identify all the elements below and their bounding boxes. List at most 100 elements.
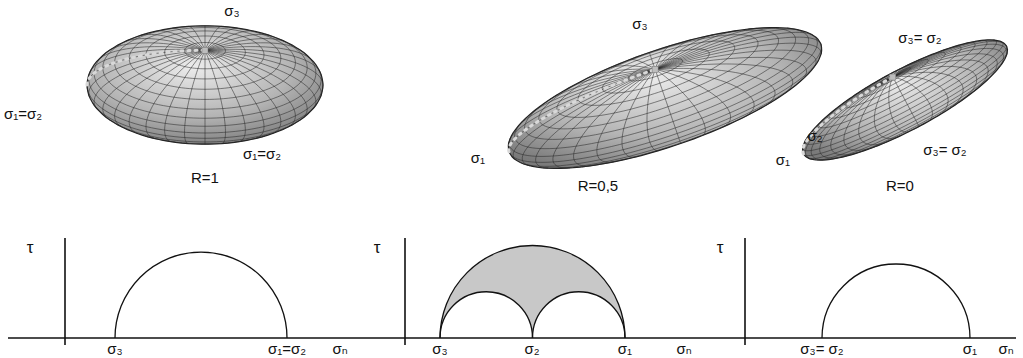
sigma-axis (8, 337, 350, 339)
sigma-axis (350, 337, 692, 339)
mesh-line (655, 69, 681, 143)
mesh-line (655, 43, 821, 69)
mesh-line (205, 50, 281, 133)
mesh-line (165, 50, 205, 141)
stress-label: σ₁ (963, 341, 977, 357)
pole-marker (890, 74, 896, 80)
stress-label: σ₃ (632, 16, 647, 32)
mesh-line (515, 28, 809, 149)
mohr-circle (533, 292, 626, 338)
tau-axis (744, 238, 746, 345)
mesh-line (521, 61, 818, 166)
stress-label: σ₃ (224, 3, 239, 19)
mesh-line (805, 77, 892, 159)
mesh-line (893, 45, 960, 77)
ellipsoid-surface (802, 40, 1007, 160)
stress-ellipsoid (87, 26, 323, 144)
mesh-line (893, 72, 963, 109)
mohr-circle (440, 246, 625, 338)
mesh-line (509, 44, 821, 162)
mesh-line (188, 26, 205, 50)
mesh-line (628, 60, 655, 70)
mesh-line (510, 69, 656, 139)
mesh-line (205, 49, 320, 71)
mesh-line (893, 76, 948, 116)
mesh-line (115, 50, 205, 127)
mesh-line (513, 69, 655, 159)
mesh-line (831, 72, 995, 159)
mesh-line (146, 50, 205, 138)
stress-label: σ₃ (432, 341, 447, 357)
mesh-line (655, 69, 705, 135)
pole-marker (202, 47, 208, 53)
stress-label: σ₁=σ₂ (243, 146, 281, 162)
mesh-line (647, 69, 659, 150)
ratio-label: R=0 (886, 178, 914, 194)
axis-dots (87, 50, 205, 85)
stress-label: σ₁=σ₂ (268, 341, 306, 357)
mesh-line (608, 66, 655, 70)
stress-ellipsoids (87, 26, 1008, 169)
stress-label: σ₂ (524, 341, 539, 357)
mesh-line (129, 50, 205, 133)
ratio-label: R=0,5 (578, 178, 618, 194)
mesh-line (889, 77, 910, 132)
mesh-line (90, 49, 205, 71)
mesh-line (805, 40, 996, 144)
mesh-line (89, 50, 205, 97)
mohr-diagram (692, 238, 1016, 345)
mesh-line (893, 41, 977, 77)
mesh-line (893, 77, 919, 126)
mesh-line (831, 77, 893, 155)
mesh-line (655, 28, 779, 70)
stress-ellipsoid (508, 28, 821, 169)
stress-label: σ₃ (107, 341, 122, 357)
ratio-label: R=1 (191, 170, 219, 186)
mesh-line (655, 29, 797, 69)
stress-label: σ₂ (807, 128, 822, 144)
ellipsoid-surface (87, 26, 323, 144)
stress-label: σ₁ (618, 341, 632, 357)
stress-label: σ₃= σ₂ (923, 142, 966, 158)
mesh-line (597, 69, 655, 162)
stress-ellipsoid (802, 40, 1007, 160)
axis-label: τ (717, 240, 724, 256)
mesh-line (156, 31, 205, 50)
mohr-circle (822, 264, 970, 338)
shaded-region (440, 246, 625, 338)
mesh-line (172, 28, 205, 50)
axis-dots (509, 69, 655, 151)
mesh-line (205, 26, 206, 51)
mesh-line (893, 48, 1004, 77)
mesh-line (205, 50, 225, 143)
mesh-line (803, 77, 893, 154)
mesh-line (205, 50, 295, 127)
ellipsoid-surface (508, 28, 821, 169)
mesh-line (205, 50, 206, 144)
mesh-line (817, 61, 1004, 160)
axis-label: σₙ (998, 341, 1013, 357)
mesh-line (864, 77, 893, 89)
mesh-line (139, 34, 205, 50)
stress-label: σ₃= σ₂ (800, 341, 843, 357)
axis-label: σₙ (676, 341, 691, 357)
sigma-axis (692, 337, 1016, 339)
axis-label: σₙ (332, 341, 347, 357)
mohr-diagram (350, 238, 692, 345)
mesh-line (655, 68, 775, 106)
mohr-diagram (8, 238, 350, 345)
mesh-line (893, 66, 977, 102)
mesh-line (893, 60, 988, 95)
stress-label: σ₁=σ₂ (4, 106, 42, 122)
axis-label: τ (374, 240, 381, 256)
mesh-line (205, 47, 312, 61)
mesh-line (98, 47, 205, 61)
stress-label: σ₁ (776, 152, 790, 168)
mesh-line (655, 69, 754, 116)
axis-label: τ (27, 240, 34, 256)
stress-label: σ₁ (471, 150, 485, 166)
mesh-line (124, 39, 205, 51)
pole-marker (652, 66, 658, 72)
mesh-line (819, 43, 975, 128)
